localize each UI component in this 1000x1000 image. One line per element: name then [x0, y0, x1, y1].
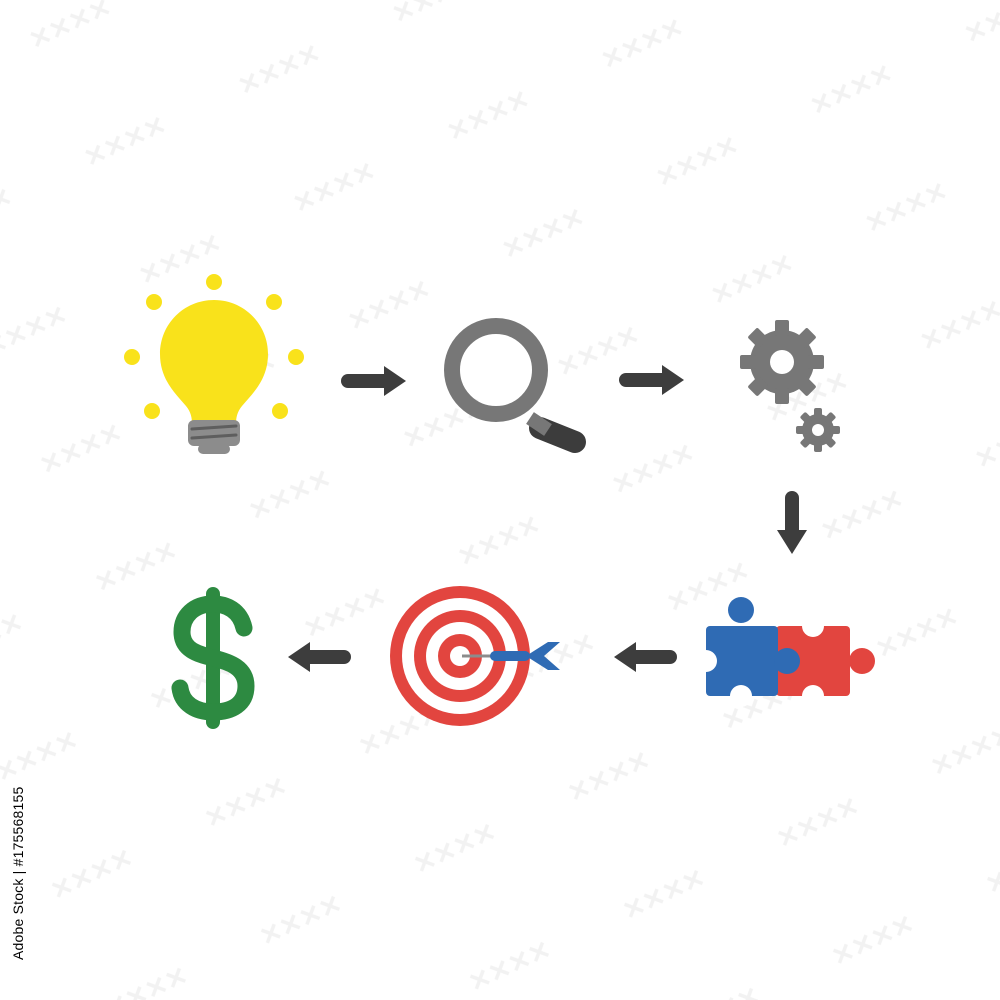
gear-tooth [823, 412, 836, 425]
arrow-right-icon [619, 365, 684, 395]
gear-tooth [823, 435, 836, 448]
magnifying-glass-icon [444, 318, 586, 453]
arrow-left-icon [614, 642, 677, 672]
arrow-left-icon [288, 642, 351, 672]
gear-tooth [796, 328, 816, 348]
gears-icon [740, 320, 840, 452]
arrow-down-icon [777, 491, 807, 554]
gear-tooth [800, 435, 813, 448]
puzzle-pieces-icon [695, 597, 875, 707]
lightbulb-icon [124, 274, 304, 454]
arrow-right-icon [341, 366, 406, 396]
gear-tooth [796, 376, 816, 396]
gear-tooth [814, 441, 822, 452]
gear-tooth [814, 408, 822, 419]
gear-tooth [829, 426, 840, 434]
gear-tooth [748, 376, 768, 396]
gear-tooth [748, 328, 768, 348]
gear-tooth [796, 426, 807, 434]
gear-tooth [800, 412, 813, 425]
dart [462, 642, 560, 670]
gear-tooth [775, 388, 789, 404]
gear-tooth [775, 320, 789, 336]
gear-tooth [740, 355, 756, 369]
dollar-sign-icon [171, 587, 255, 729]
gear-tooth [808, 355, 824, 369]
bullseye-dart-icon [390, 586, 560, 726]
stock-id-label: Adobe Stock | #175568155 [10, 786, 26, 960]
